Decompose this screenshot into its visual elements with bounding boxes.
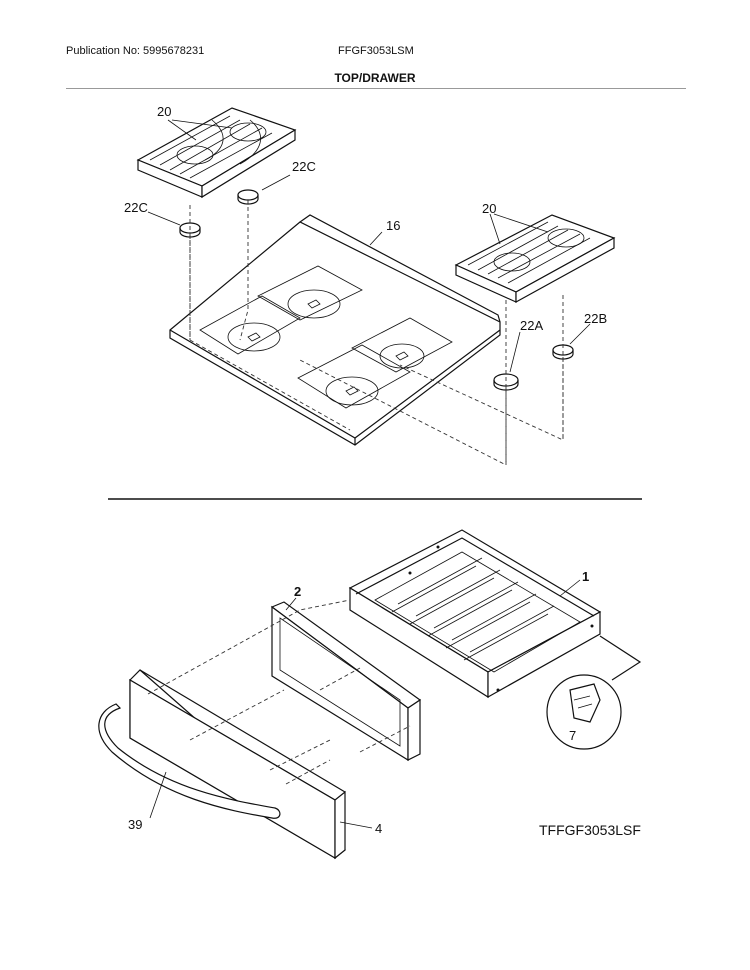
diagram-code: TFFGF3053LSF [539,822,641,838]
burner-cap-22c-upper [237,189,259,205]
model-number: FFGF3053LSM [338,45,414,57]
callout-2: 2 [294,584,301,599]
callout-22c-upper: 22C [292,159,316,174]
alignment-lines-drawer [147,599,411,785]
callout-22b: 22B [584,311,607,326]
header-rule [66,88,686,89]
leader-lines-drawer [149,579,581,829]
clip-detail [546,635,642,750]
grate-left [136,107,297,199]
drawer-handle [98,703,281,819]
callout-16: 16 [386,218,400,233]
drawer-liner-panel [270,601,422,762]
publication-number: Publication No: 5995678231 [66,45,205,57]
grate-right [454,214,616,304]
drawer-front [129,669,346,860]
callout-1: 1 [582,569,589,584]
callout-7: 7 [569,728,576,743]
callout-39: 39 [128,817,142,832]
drawer-body [348,529,602,699]
callout-4: 4 [375,821,382,836]
section-title: TOP/DRAWER [334,71,416,85]
alignment-lines-top [189,200,564,466]
callout-22a: 22A [520,318,543,333]
callout-20-right: 20 [482,201,496,216]
callout-20-left: 20 [157,104,171,119]
callout-22c-left: 22C [124,200,148,215]
leader-lines-top [147,119,591,373]
cooktop [169,214,501,446]
